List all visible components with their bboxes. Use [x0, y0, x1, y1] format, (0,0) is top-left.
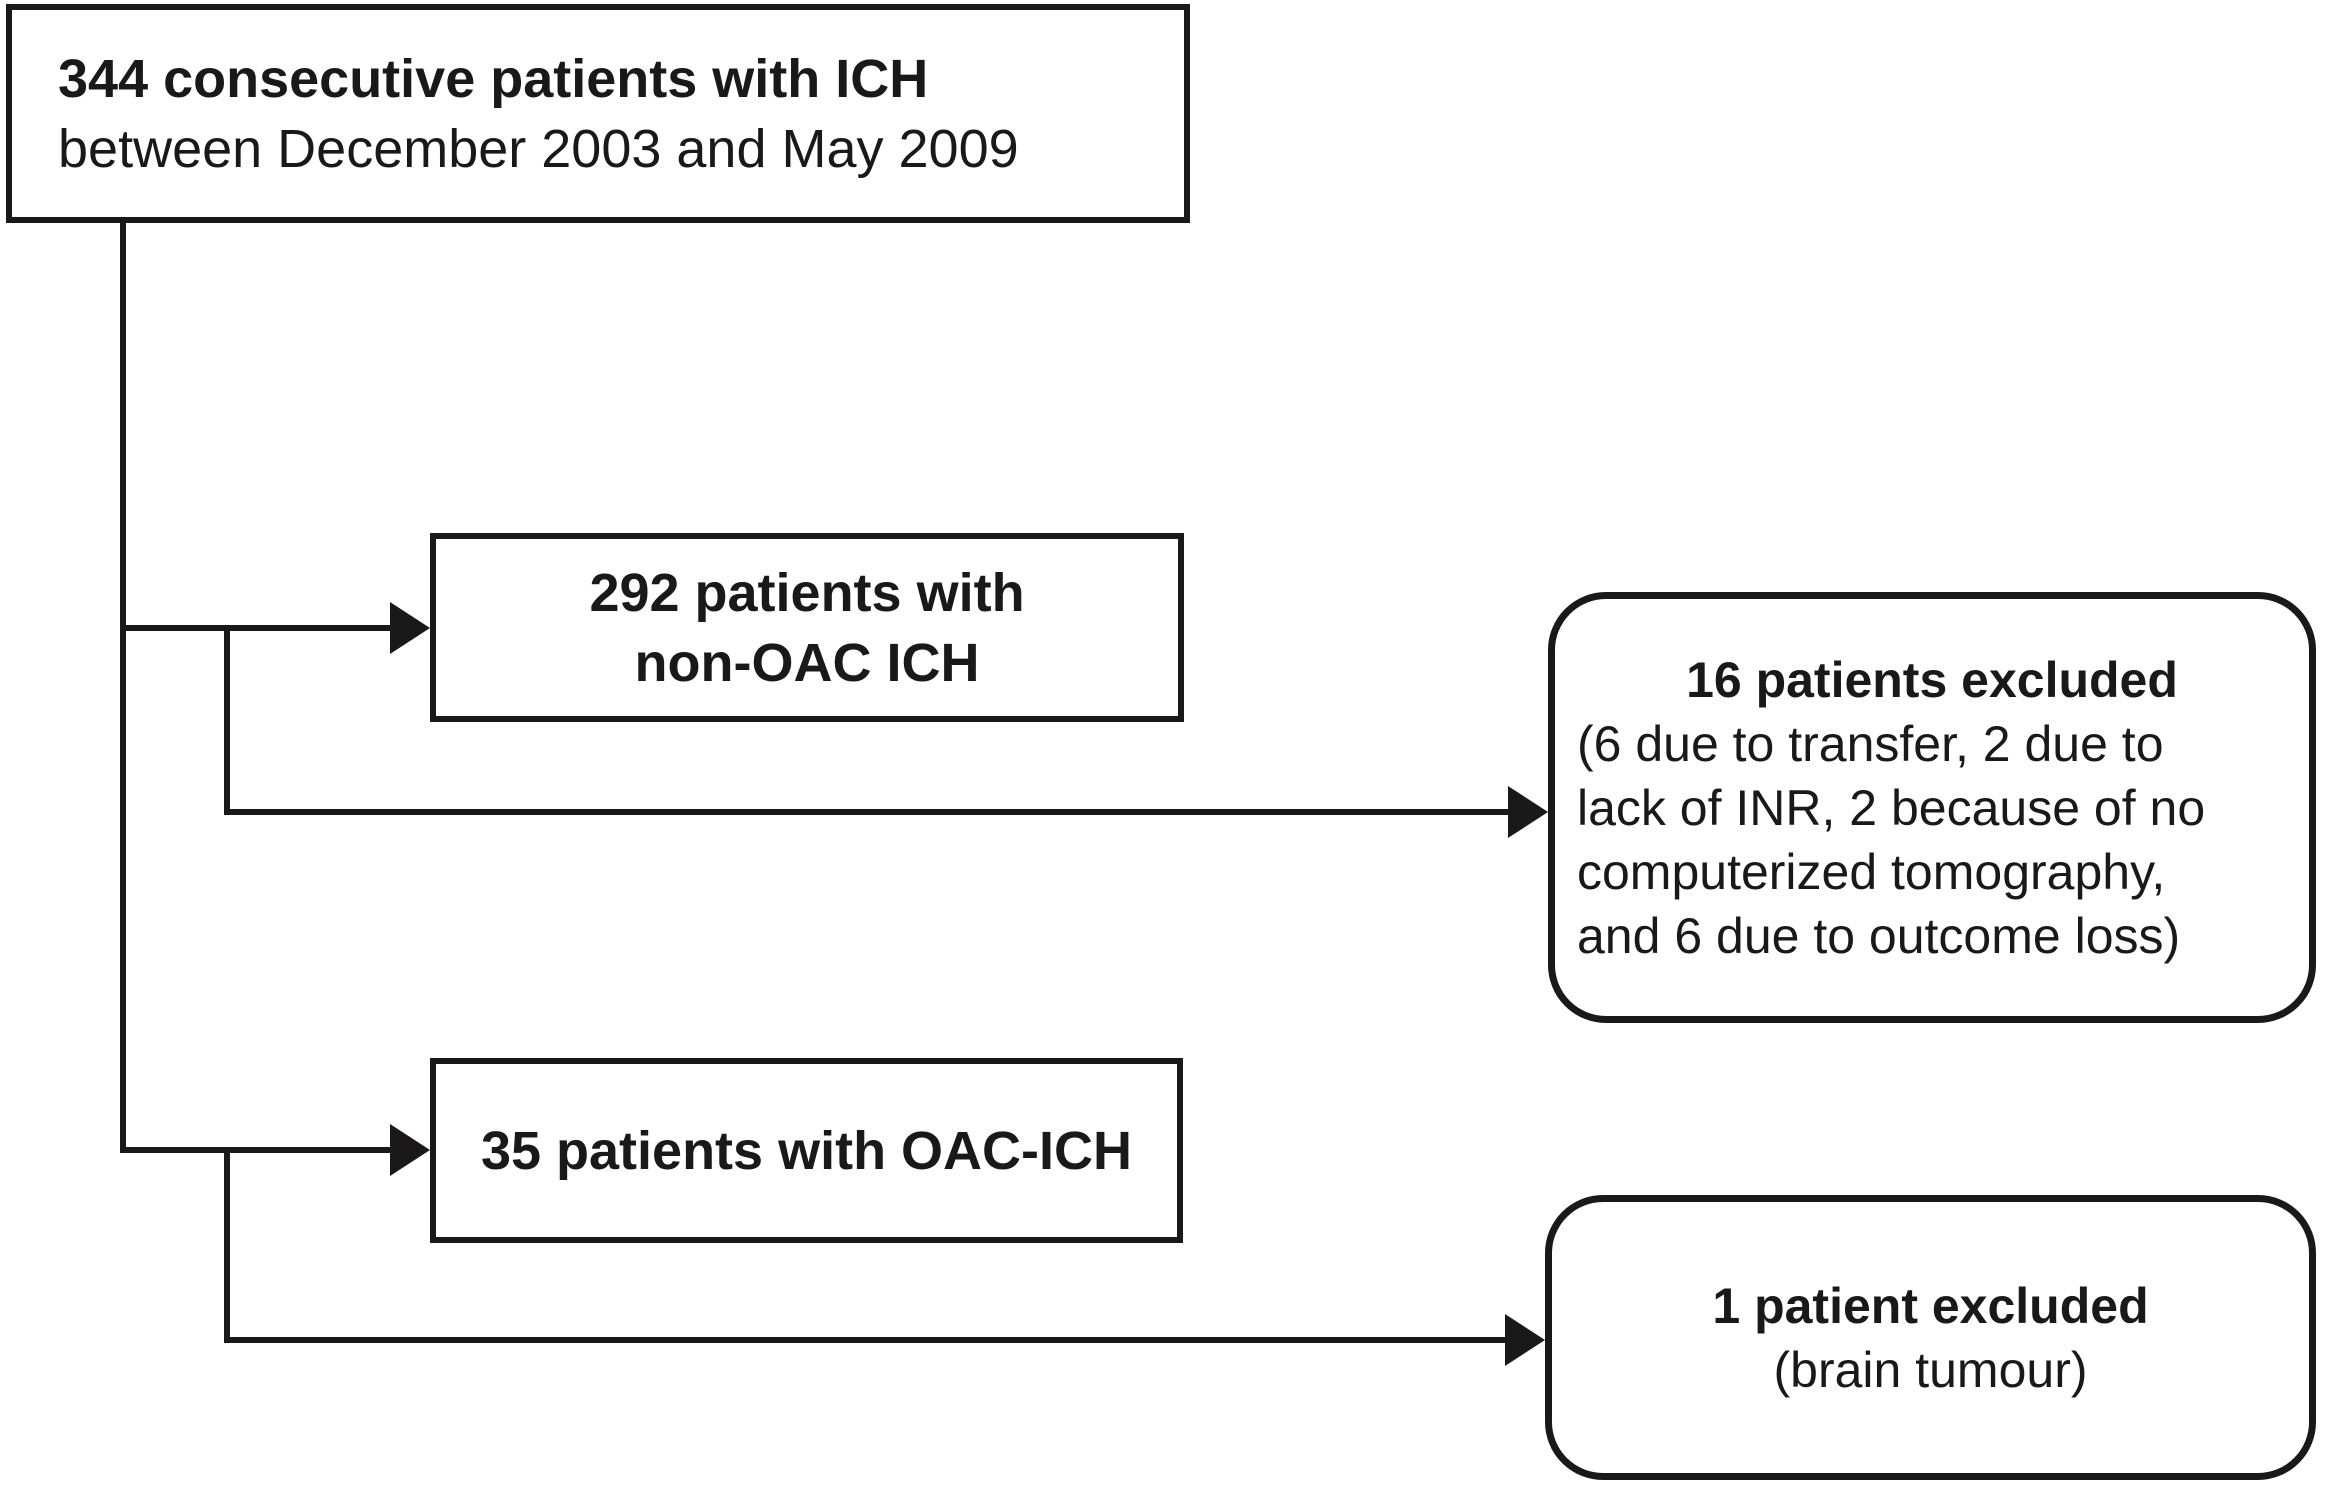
connector-excluded-oac-horizontal [224, 1337, 1505, 1343]
oac-label: 35 patients with OAC-ICH [480, 1120, 1133, 1181]
connector-excluded-non-oac-horizontal [224, 809, 1508, 815]
excluded-non-oac-heading: 16 patients excluded [1686, 651, 2178, 708]
arrowhead-excluded-non-oac-icon [1508, 786, 1548, 838]
total-patients-box: 344 consecutive patients with ICH betwee… [6, 4, 1190, 223]
connector-branch-oac [120, 1147, 390, 1153]
connector-branch-non-oac [120, 625, 390, 631]
arrowhead-non-oac-icon [390, 602, 430, 654]
excluded-non-oac-box: 16 patients excluded (6 due to transfer,… [1548, 592, 2316, 1023]
connector-excluded-non-oac-vertical [224, 625, 230, 815]
excluded-non-oac-body: (6 due to transfer, 2 due to lack of INR… [1577, 715, 2206, 964]
excluded-oac-heading: 1 patient excluded [1712, 1277, 2149, 1334]
oac-box: 35 patients with OAC-ICH [430, 1058, 1183, 1243]
total-patients-line1: 344 consecutive patients with ICH [58, 48, 929, 109]
excluded-oac-body: (brain tumour) [1773, 1341, 2088, 1398]
arrowhead-oac-icon [390, 1124, 430, 1176]
non-oac-label: 292 patients with non-OAC ICH [589, 562, 1025, 693]
total-patients-line2: between December 2003 and May 2009 [58, 118, 1019, 179]
excluded-oac-box: 1 patient excluded (brain tumour) [1545, 1195, 2316, 1480]
connector-trunk [120, 223, 126, 1153]
connector-excluded-oac-vertical [224, 1147, 230, 1343]
arrowhead-excluded-oac-icon [1505, 1314, 1545, 1366]
non-oac-box: 292 patients with non-OAC ICH [430, 533, 1184, 722]
